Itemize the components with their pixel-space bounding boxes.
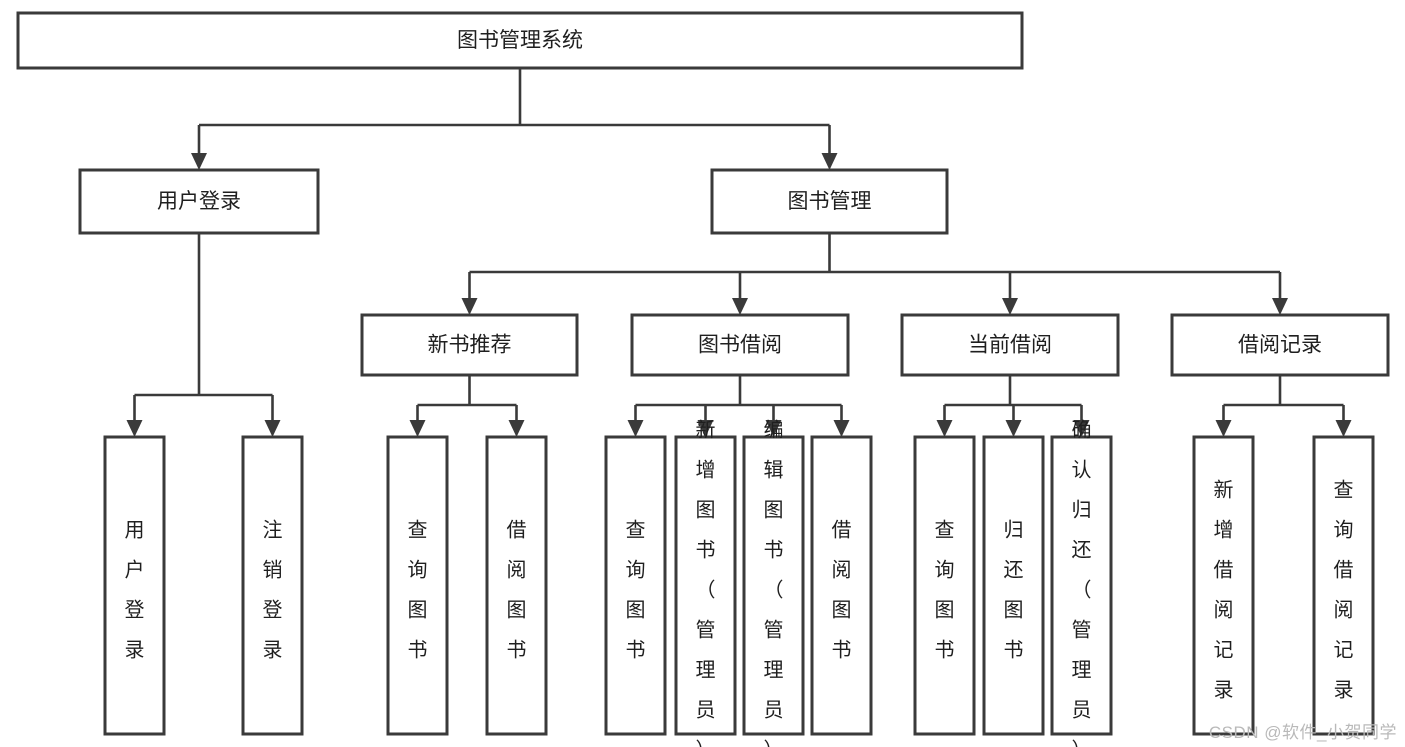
arrow-head-icon: [1073, 420, 1090, 437]
node-box: [1050, 435, 1113, 736]
node-label: 图书管理: [788, 190, 872, 213]
arrow-head-icon: [126, 420, 143, 437]
node-box: [16, 11, 1024, 70]
node-box: [913, 435, 976, 736]
node-box: [1170, 313, 1390, 377]
node-label: 新增图书（管理员）: [696, 419, 716, 747]
node-leaf-1[interactable]: 注销登录: [241, 435, 304, 736]
node-leaf-4[interactable]: 查询图书: [604, 435, 667, 736]
node-level2-3[interactable]: 借阅记录: [1170, 313, 1390, 377]
arrow-head-icon: [461, 298, 478, 315]
node-box: [810, 435, 873, 736]
edge-group: [126, 233, 281, 437]
node-label: 当前借阅: [968, 334, 1052, 357]
node-leaf-3[interactable]: 借阅图书: [485, 435, 548, 736]
node-box: [900, 313, 1120, 377]
node-label: 用户登录: [157, 190, 241, 213]
arrow-head-icon: [264, 420, 281, 437]
edge-group: [409, 375, 525, 437]
node-label: 图书借阅: [698, 334, 782, 357]
node-label: 新增借阅记录: [1214, 479, 1234, 702]
node-label: 查询图书: [935, 519, 955, 662]
node-leaf-7[interactable]: 借阅图书: [810, 435, 873, 736]
arrow-head-icon: [936, 420, 953, 437]
node-box: [604, 435, 667, 736]
node-label: 编辑图书（管理员）: [764, 419, 784, 747]
node-box: [1192, 435, 1255, 736]
node-label: 新书推荐: [428, 334, 512, 357]
node-box: [710, 168, 949, 235]
arrow-head-icon: [508, 420, 525, 437]
edge-group: [1215, 375, 1352, 437]
edge-group: [936, 375, 1090, 437]
arrow-head-icon: [1215, 420, 1232, 437]
node-label: 确认归还（管理员）: [1072, 419, 1092, 747]
node-leaf-10[interactable]: 确认归还（管理员）: [1050, 419, 1113, 747]
node-box: [485, 435, 548, 736]
node-box: [386, 435, 449, 736]
node-leaf-5[interactable]: 新增图书（管理员）: [674, 419, 737, 747]
node-label: 注销登录: [263, 519, 283, 662]
node-label: 借阅图书: [507, 519, 527, 662]
node-box: [241, 435, 304, 736]
node-box: [103, 435, 166, 736]
node-box: [78, 168, 320, 235]
edge-group: [191, 68, 838, 170]
node-leaf-2[interactable]: 查询图书: [386, 435, 449, 736]
node-box: [360, 313, 579, 377]
node-leaf-8[interactable]: 查询图书: [913, 435, 976, 736]
arrow-head-icon: [191, 153, 207, 170]
node-label: 归还图书: [1004, 519, 1024, 662]
arrow-head-icon: [765, 420, 782, 437]
node-level2-0[interactable]: 新书推荐: [360, 313, 579, 377]
node-level1-1[interactable]: 图书管理: [710, 168, 949, 235]
arrow-head-icon: [833, 420, 850, 437]
node-root-0[interactable]: 图书管理系统: [16, 11, 1024, 70]
arrow-head-icon: [1002, 298, 1018, 315]
node-leaf-9[interactable]: 归还图书: [982, 435, 1045, 736]
node-box: [674, 435, 737, 736]
edge-group: [627, 375, 850, 437]
node-box: [630, 313, 850, 377]
edges-layer: [126, 68, 1352, 437]
node-leaf-0[interactable]: 用户登录: [103, 435, 166, 736]
node-box: [982, 435, 1045, 736]
edge-group: [461, 233, 1288, 315]
arrow-head-icon: [821, 153, 838, 170]
node-label: 借阅图书: [832, 519, 852, 662]
node-level1-0[interactable]: 用户登录: [78, 168, 320, 235]
arrow-head-icon: [697, 420, 714, 437]
arrow-head-icon: [1335, 420, 1352, 437]
node-leaf-11[interactable]: 新增借阅记录: [1192, 435, 1255, 736]
nodes-layer: 图书管理系统用户登录图书管理新书推荐图书借阅当前借阅借阅记录用户登录注销登录查询…: [16, 11, 1390, 747]
node-level2-1[interactable]: 图书借阅: [630, 313, 850, 377]
node-label: 查询图书: [626, 519, 646, 662]
node-label: 图书管理系统: [457, 29, 583, 52]
node-box: [742, 435, 805, 736]
node-label: 查询图书: [408, 519, 428, 662]
arrow-head-icon: [732, 298, 748, 315]
node-leaf-12[interactable]: 查询借阅记录: [1312, 435, 1375, 736]
arrow-head-icon: [1005, 420, 1022, 437]
node-level2-2[interactable]: 当前借阅: [900, 313, 1120, 377]
node-label: 查询借阅记录: [1334, 479, 1354, 702]
node-leaf-6[interactable]: 编辑图书（管理员）: [742, 419, 805, 747]
arrow-head-icon: [627, 420, 644, 437]
node-box: [1312, 435, 1375, 736]
node-label: 借阅记录: [1238, 334, 1322, 357]
arrow-head-icon: [1272, 298, 1288, 315]
node-label: 用户登录: [125, 520, 145, 662]
arrow-head-icon: [409, 420, 426, 437]
